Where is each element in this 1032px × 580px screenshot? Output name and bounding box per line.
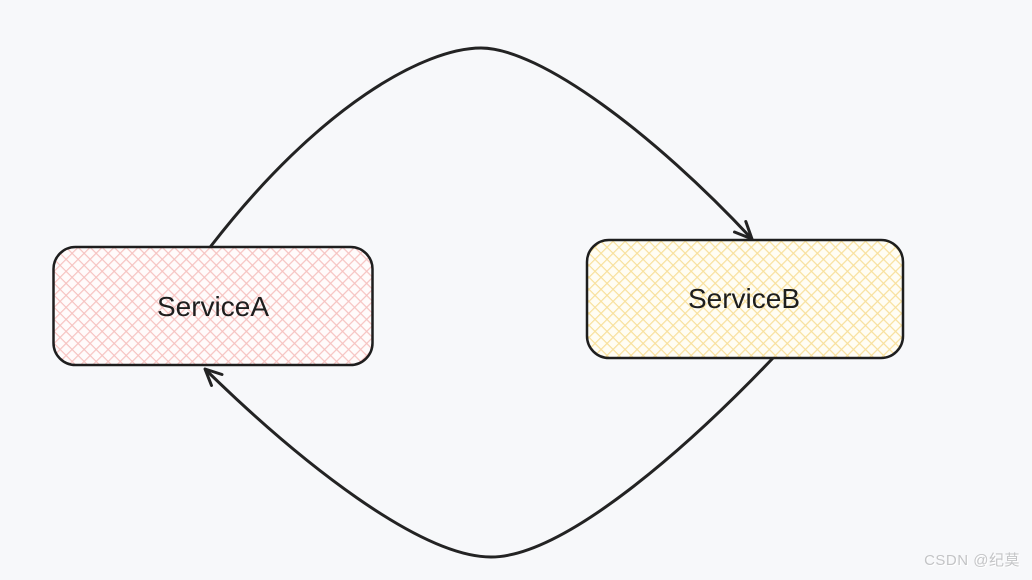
edge-bottom-curve <box>204 356 775 559</box>
watermark: CSDN @纪莫 <box>924 552 1020 569</box>
node-service-b-box <box>585 238 905 360</box>
node-service-b: ServiceB <box>585 238 905 360</box>
arrowhead-into-service-a-icon <box>203 367 224 387</box>
node-service-a-label: ServiceA <box>157 291 269 322</box>
edge-top-curve <box>209 46 753 248</box>
node-service-a: ServiceA <box>52 245 374 367</box>
edge-service-b-to-service-a <box>203 356 775 559</box>
node-service-a-box <box>52 245 374 367</box>
node-service-b-label: ServiceB <box>688 283 800 314</box>
edge-service-a-to-service-b <box>209 46 754 248</box>
